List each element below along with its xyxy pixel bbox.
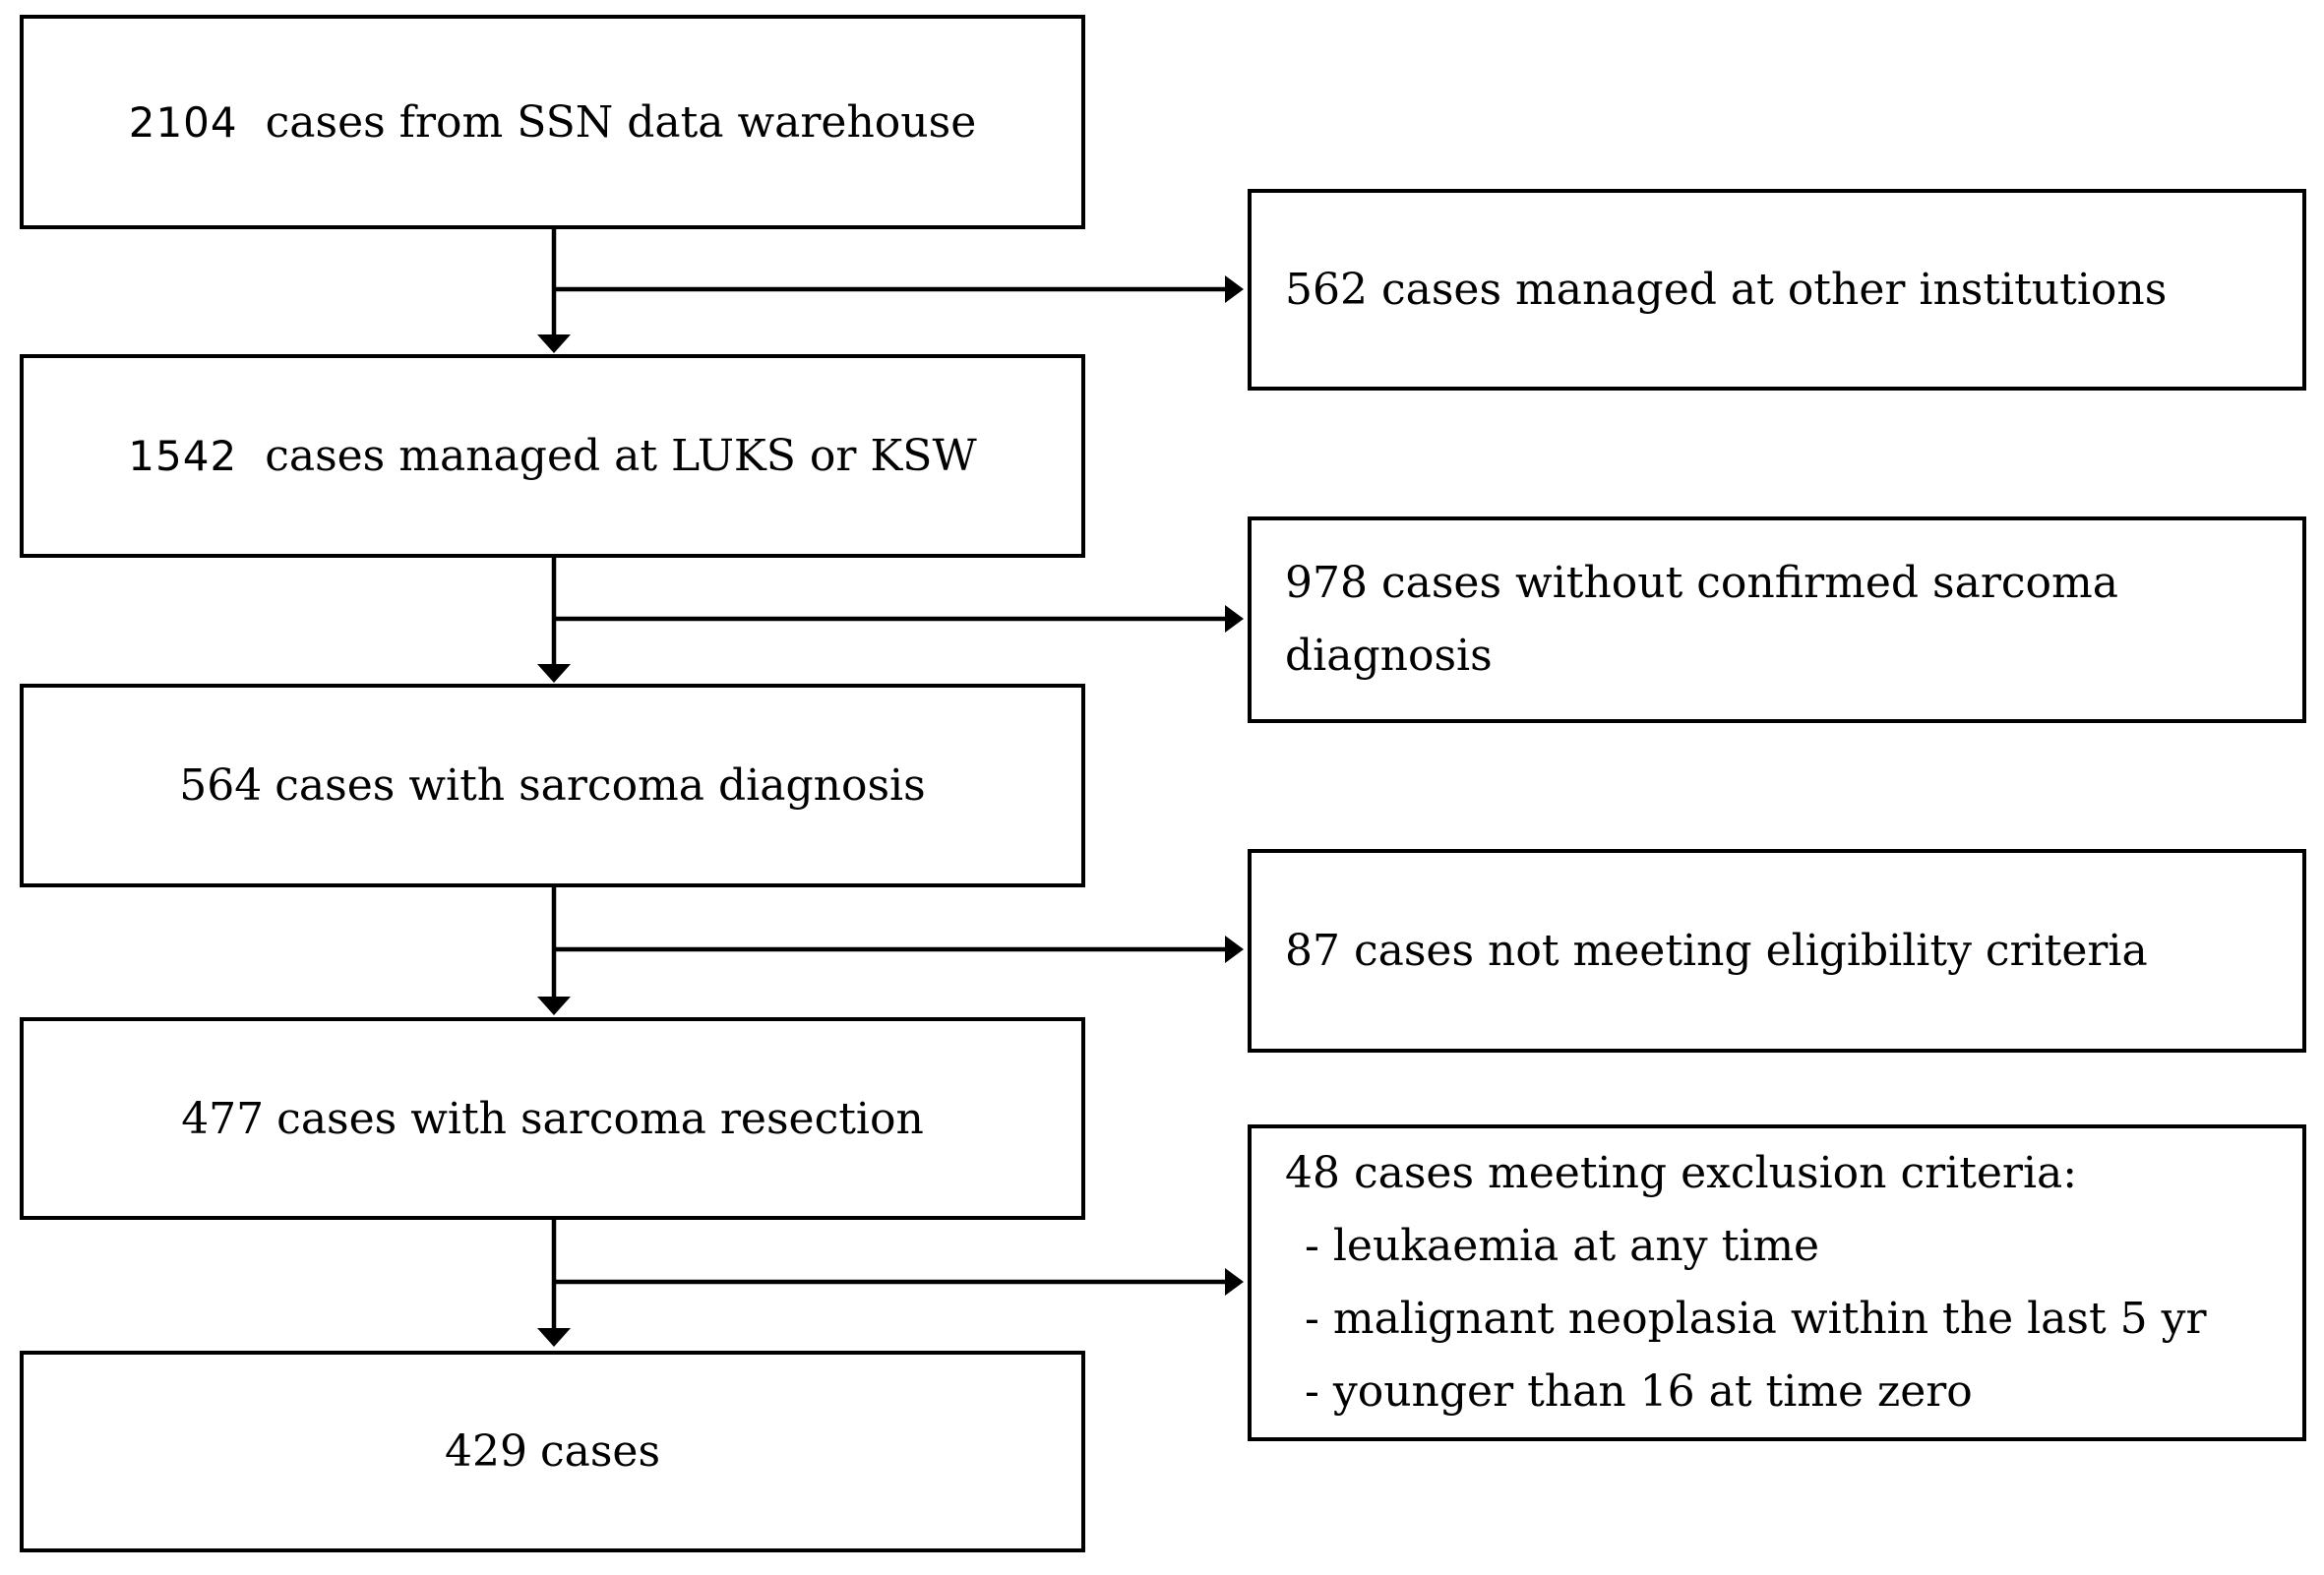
arrow-down-4-head [537, 1328, 571, 1347]
flow-box-sarcoma-diagnosis: 564 cases with sarcoma diagnosis [20, 684, 1085, 887]
case-label: cases from SSN data warehouse [265, 96, 977, 148]
flow-box-luks-ksw: 1542 cases managed at LUKS or KSW [20, 354, 1085, 558]
flow-box-ssn-warehouse: 2104 cases from SSN data warehouse [20, 15, 1085, 229]
arrow-branch-3-head [1225, 936, 1244, 963]
exclusion-criterion: - leukaemia at any time [1305, 1221, 1820, 1272]
flow-box-final-cases: 429 cases [20, 1351, 1085, 1552]
arrow-branch-1-head [1225, 275, 1244, 303]
exclusion-criterion: - younger than 16 at time zero [1305, 1365, 1973, 1417]
case-label: cases with sarcoma diagnosis [275, 760, 926, 811]
case-label: cases [539, 1426, 661, 1477]
exclusion-box-eligibility: 87 cases not meeting eligibility criteri… [1248, 849, 2306, 1053]
arrow-branch-2-head [1225, 605, 1244, 633]
case-count: 564 [179, 760, 263, 811]
arrow-down-2-head [537, 664, 571, 683]
case-count: 2104 [128, 97, 238, 147]
case-count: 429 [444, 1426, 527, 1477]
exclusion-criterion: - malignant neoplasia within the last 5 … [1305, 1294, 2207, 1344]
exclusion-box-no-confirmed-diagnosis: 978 cases without confirmed sarcoma diag… [1248, 516, 2306, 723]
exclusion-text: 978 cases without confirmed sarcoma [1285, 558, 2118, 609]
arrow-branch-4-head [1225, 1268, 1244, 1296]
exclusion-text: diagnosis [1285, 631, 1493, 681]
flow-box-sarcoma-resection: 477 cases with sarcoma resection [20, 1017, 1085, 1220]
exclusion-box-other-institutions: 562 cases managed at other institutions [1248, 189, 2306, 391]
arrow-down-1-head [537, 334, 571, 353]
exclusion-text: 562 cases managed at other institutions [1285, 264, 2168, 315]
exclusion-text: 87 cases not meeting eligibility criteri… [1285, 925, 2148, 976]
exclusion-box-exclusion-criteria: 48 cases meeting exclusion criteria: - l… [1248, 1124, 2306, 1441]
arrow-down-3-head [537, 997, 571, 1015]
case-label: cases managed at LUKS or KSW [265, 431, 977, 481]
exclusion-text: 48 cases meeting exclusion criteria: [1285, 1148, 2078, 1199]
case-count: 1542 [128, 432, 238, 480]
case-count: 477 [181, 1093, 265, 1144]
case-label: cases with sarcoma resection [276, 1093, 924, 1144]
